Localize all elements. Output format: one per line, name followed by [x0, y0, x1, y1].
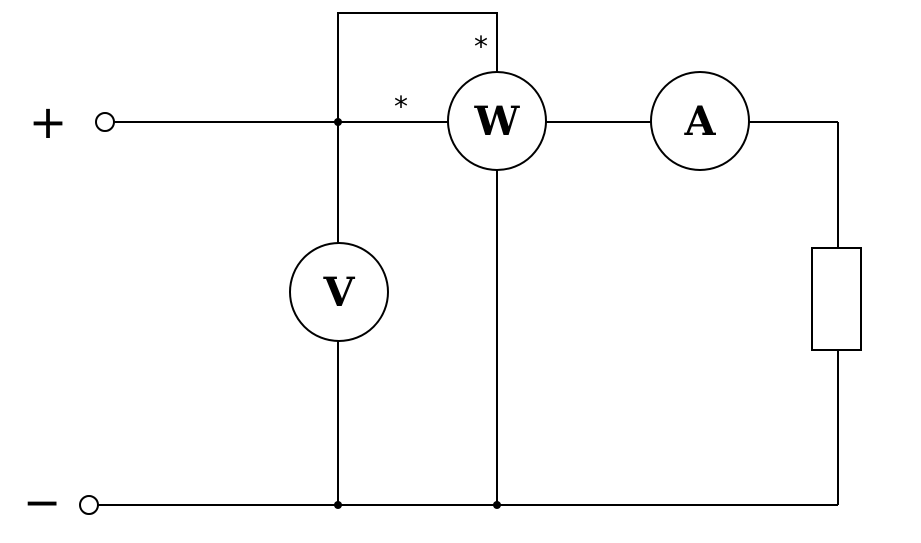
ammeter-circle — [650, 71, 750, 171]
junction-bottom-wattmeter — [493, 501, 501, 509]
load-resistor — [811, 247, 862, 351]
voltmeter-circle — [289, 242, 389, 342]
terminal-negative — [79, 495, 99, 515]
wire-voltage-coil-loop — [337, 12, 498, 122]
star-mark-voltage-coil: * — [474, 30, 488, 63]
voltmeter-label: V — [322, 269, 355, 316]
positive-sign: + — [29, 95, 68, 149]
ammeter-label: A — [683, 98, 716, 145]
negative-sign: − — [23, 475, 62, 529]
star-mark-current-coil: * — [394, 90, 408, 123]
wires — [98, 12, 839, 506]
wattmeter: W — [447, 71, 547, 171]
wattmeter-label: W — [474, 98, 521, 145]
junction-top — [334, 118, 342, 126]
voltmeter: V — [289, 242, 389, 342]
ammeter: A — [650, 71, 750, 171]
junction-bottom-voltmeter — [334, 501, 342, 509]
terminal-positive — [95, 112, 115, 132]
wattmeter-circle — [447, 71, 547, 171]
